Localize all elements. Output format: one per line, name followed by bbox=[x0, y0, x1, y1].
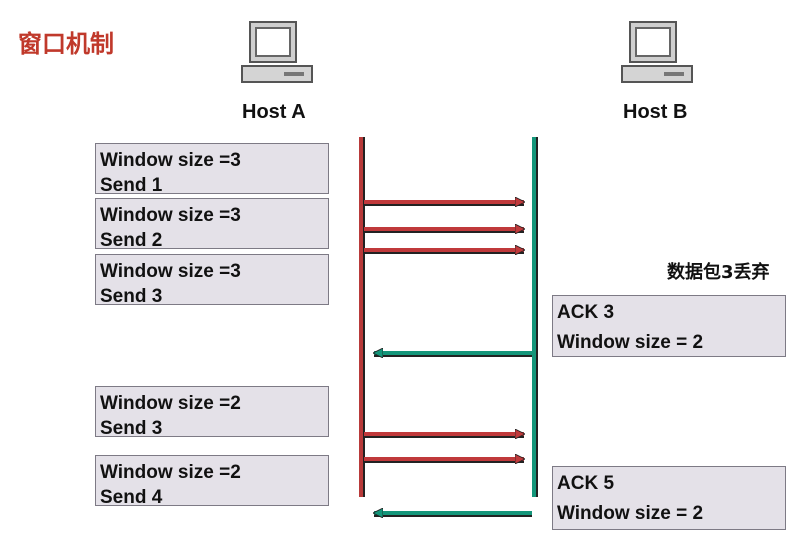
host-b-label: Host B bbox=[623, 101, 688, 123]
computer-icon bbox=[241, 21, 313, 83]
ack-text: ACK 5 bbox=[557, 473, 615, 494]
send-text: Send 4 bbox=[100, 487, 163, 508]
send-text: Send 1 bbox=[100, 175, 163, 196]
ack-text: ACK 3 bbox=[557, 302, 615, 323]
send-arrow bbox=[364, 229, 524, 230]
packet-dropped-note: 数据包3丢弃 bbox=[667, 262, 770, 283]
window-state-box: Window size =2 Send 3 bbox=[95, 386, 329, 439]
ack-box: ACK 3 Window size = 2 bbox=[552, 295, 786, 357]
send-arrow bbox=[364, 459, 524, 460]
window-size-text: Window size =3 bbox=[100, 205, 241, 226]
window-size-text: Window size =2 bbox=[100, 462, 241, 483]
window-state-box: Window size =3 Send 2 bbox=[95, 198, 329, 251]
computer-icon bbox=[621, 21, 693, 83]
window-state-box: Window size =2 Send 4 bbox=[95, 455, 329, 508]
ack-arrow bbox=[374, 353, 532, 354]
window-size-text: Window size =3 bbox=[100, 261, 241, 282]
send-arrow bbox=[364, 250, 524, 251]
window-size-text: Window size = 2 bbox=[557, 503, 704, 524]
host-a-label: Host A bbox=[242, 101, 306, 123]
window-state-box: Window size =3 Send 1 bbox=[95, 143, 329, 196]
send-text: Send 3 bbox=[100, 286, 163, 307]
send-arrow bbox=[364, 434, 524, 435]
send-text: Send 3 bbox=[100, 418, 163, 439]
window-state-box: Window size =3 Send 3 bbox=[95, 254, 329, 307]
window-size-text: Window size = 2 bbox=[557, 332, 704, 353]
ack-arrow bbox=[374, 513, 532, 514]
window-size-text: Window size =3 bbox=[100, 150, 241, 171]
window-size-text: Window size =2 bbox=[100, 393, 241, 414]
ack-box: ACK 5 Window size = 2 bbox=[552, 466, 786, 530]
send-arrow bbox=[364, 202, 524, 203]
slide-title: 窗口机制 bbox=[18, 30, 114, 58]
send-text: Send 2 bbox=[100, 230, 163, 251]
